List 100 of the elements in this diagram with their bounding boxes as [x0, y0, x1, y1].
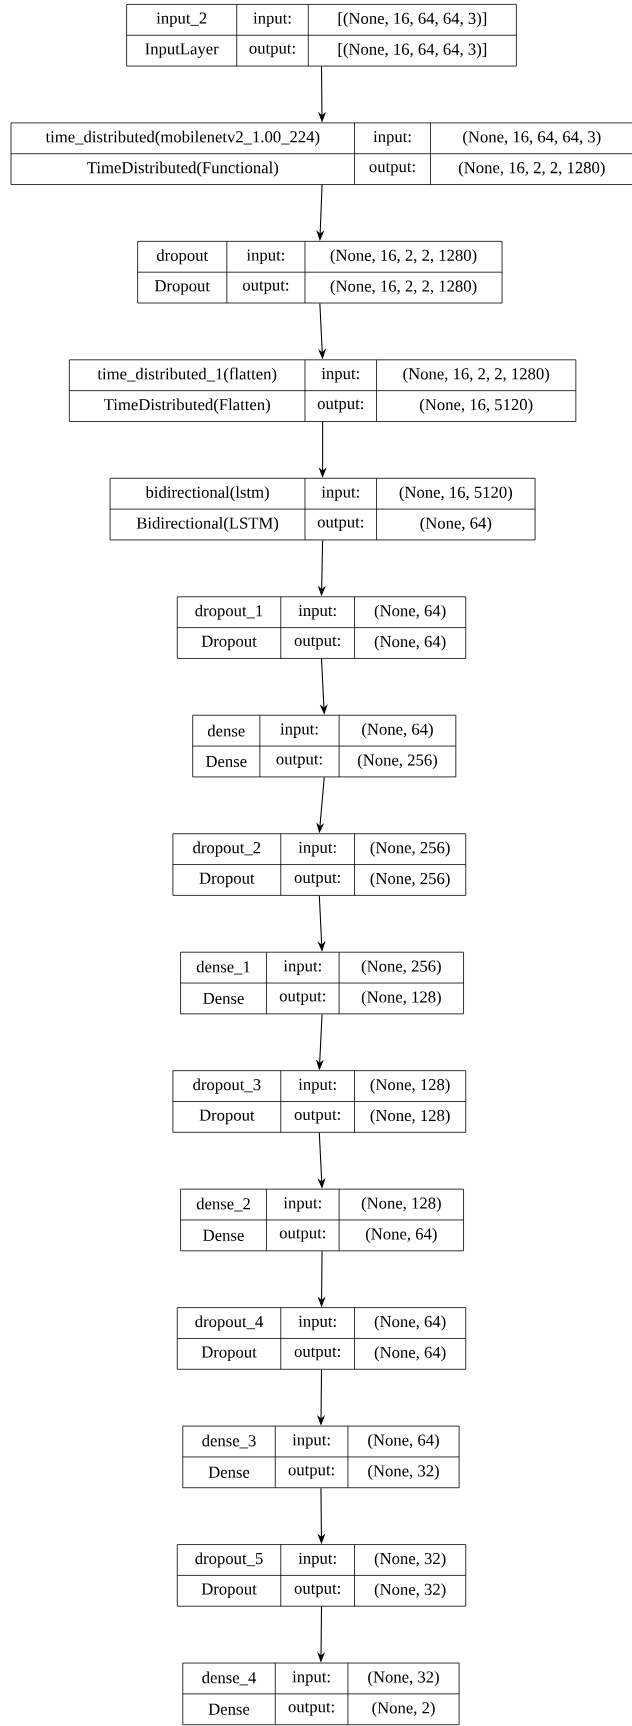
- layer-box: [137, 240, 503, 304]
- shape-value: (None, 32): [374, 1552, 446, 1568]
- shape-value: (None, 256): [370, 841, 450, 857]
- layer-type: Dense: [203, 1229, 244, 1241]
- layer-name: time_distributed_1(flatten): [97, 367, 277, 383]
- layer-box: [126, 4, 517, 67]
- layer-box: [180, 951, 464, 1015]
- shape-value: (None, 64): [374, 1315, 446, 1331]
- port-label: output:: [317, 399, 364, 413]
- port-label: input:: [283, 1197, 321, 1212]
- shape-value: (None, 64): [374, 1346, 446, 1362]
- shape-value: (None, 16, 5120): [399, 486, 512, 502]
- layer-name: time_distributed(mobilenetv2_1.00_224): [45, 130, 320, 146]
- port-label: input:: [298, 604, 336, 620]
- layer-type: Dropout: [201, 1583, 257, 1599]
- layer-type: Dense: [205, 755, 247, 768]
- port-label: input:: [298, 841, 336, 857]
- port-label: output:: [288, 1702, 334, 1716]
- port-label: output:: [294, 1110, 340, 1124]
- port-label: output:: [294, 1584, 340, 1598]
- layer-type: TimeDistributed(Functional): [87, 161, 279, 177]
- shape-value: (None, 256): [370, 872, 450, 888]
- layer-name: dropout_2: [193, 841, 261, 857]
- port-label: input:: [298, 1552, 336, 1568]
- port-label: output:: [279, 1228, 326, 1242]
- shape-value: (None, 128): [370, 1078, 450, 1094]
- shape-value: (None, 16, 2, 2, 1280): [330, 249, 477, 265]
- layer-box: [182, 1425, 460, 1489]
- layer-name: bidirectional(lstm): [145, 486, 269, 502]
- layer-box: [68, 359, 577, 422]
- layer-name: dropout: [156, 249, 209, 265]
- layer-box: [10, 122, 632, 185]
- port-label: input:: [246, 249, 284, 265]
- layer-name: input_2: [156, 12, 207, 28]
- shape-value: (None, 16, 5120): [420, 398, 533, 414]
- layer-name: dropout_1: [195, 604, 263, 620]
- shape-value: (None, 16, 2, 2, 1280): [458, 161, 605, 177]
- layer-name: dropout_4: [195, 1315, 263, 1331]
- shape-value: (None, 32): [368, 1464, 439, 1480]
- shape-value: (None, 16, 2, 2, 1280): [403, 367, 550, 383]
- port-label: input:: [292, 1671, 330, 1686]
- port-label: output:: [279, 991, 326, 1005]
- port-label: output:: [294, 1347, 340, 1361]
- port-label: input:: [283, 960, 321, 975]
- layer-type: Dropout: [201, 1346, 257, 1362]
- port-label: input:: [321, 486, 359, 501]
- shape-value: (None, 32): [368, 1670, 439, 1686]
- shape-value: (None, 64): [362, 723, 433, 739]
- layer-type: Dropout: [201, 635, 257, 651]
- shape-value: (None, 16, 2, 2, 1280): [330, 280, 477, 296]
- shape-value: (None, 64): [420, 517, 492, 533]
- layer-type: TimeDistributed(Flatten): [104, 398, 270, 414]
- layer-box: [176, 1307, 467, 1370]
- port-label: input:: [298, 1078, 336, 1094]
- shape-value: [(None, 16, 64, 64, 3)]: [338, 43, 487, 59]
- layer-box: [172, 833, 467, 896]
- layer-box: [176, 1544, 467, 1607]
- layer-name: dense_4: [202, 1671, 257, 1686]
- layer-type: Dense: [208, 1703, 250, 1715]
- layer-type: Dropout: [199, 1109, 255, 1125]
- layer-box: [109, 477, 536, 541]
- shape-value: (None, 128): [370, 1109, 450, 1125]
- layer-box: [182, 1662, 460, 1726]
- layer-name: dense: [207, 724, 245, 737]
- port-label: input:: [253, 12, 291, 28]
- layer-type: Dense: [208, 1466, 250, 1478]
- port-label: output:: [276, 755, 322, 768]
- shape-value: (None, 32): [374, 1583, 446, 1599]
- layer-type: InputLayer: [145, 43, 219, 58]
- shape-value: (None, 64): [374, 604, 446, 620]
- shape-value: (None, 64): [368, 1433, 439, 1450]
- layer-name: dropout_5: [195, 1552, 263, 1568]
- shape-value: (None, 128): [361, 1197, 441, 1213]
- port-label: input:: [280, 723, 318, 738]
- port-label: output:: [294, 873, 340, 887]
- shape-value: (None, 64): [365, 1227, 437, 1243]
- shape-value: [(None, 16, 64, 64, 3)]: [338, 12, 487, 28]
- port-label: output:: [242, 281, 289, 295]
- shape-value: (None, 2): [372, 1701, 435, 1717]
- layer-name: dense_3: [202, 1434, 256, 1449]
- layer-name: dropout_3: [193, 1078, 261, 1094]
- shape-value: (None, 16, 64, 64, 3): [463, 130, 601, 146]
- layer-type: Dense: [203, 992, 244, 1004]
- layer-type: Bidirectional(LSTM): [136, 517, 279, 533]
- layer-box: [192, 714, 457, 778]
- layer-name: dense_1: [196, 960, 250, 975]
- port-label: input:: [321, 367, 359, 383]
- shape-value: (None, 256): [361, 960, 441, 976]
- port-label: output:: [294, 636, 340, 650]
- port-label: output:: [369, 162, 415, 176]
- port-label: input:: [292, 1434, 330, 1449]
- port-label: output:: [288, 1465, 334, 1479]
- layer-name: dense_2: [196, 1197, 250, 1212]
- shape-value: (None, 256): [357, 753, 437, 770]
- shape-value: (None, 128): [361, 990, 441, 1006]
- layer-box: [180, 1188, 464, 1252]
- shape-value: (None, 64): [374, 635, 446, 651]
- layer-type: Dropout: [154, 280, 210, 295]
- layer-box: [172, 1070, 467, 1133]
- port-label: input:: [298, 1315, 336, 1331]
